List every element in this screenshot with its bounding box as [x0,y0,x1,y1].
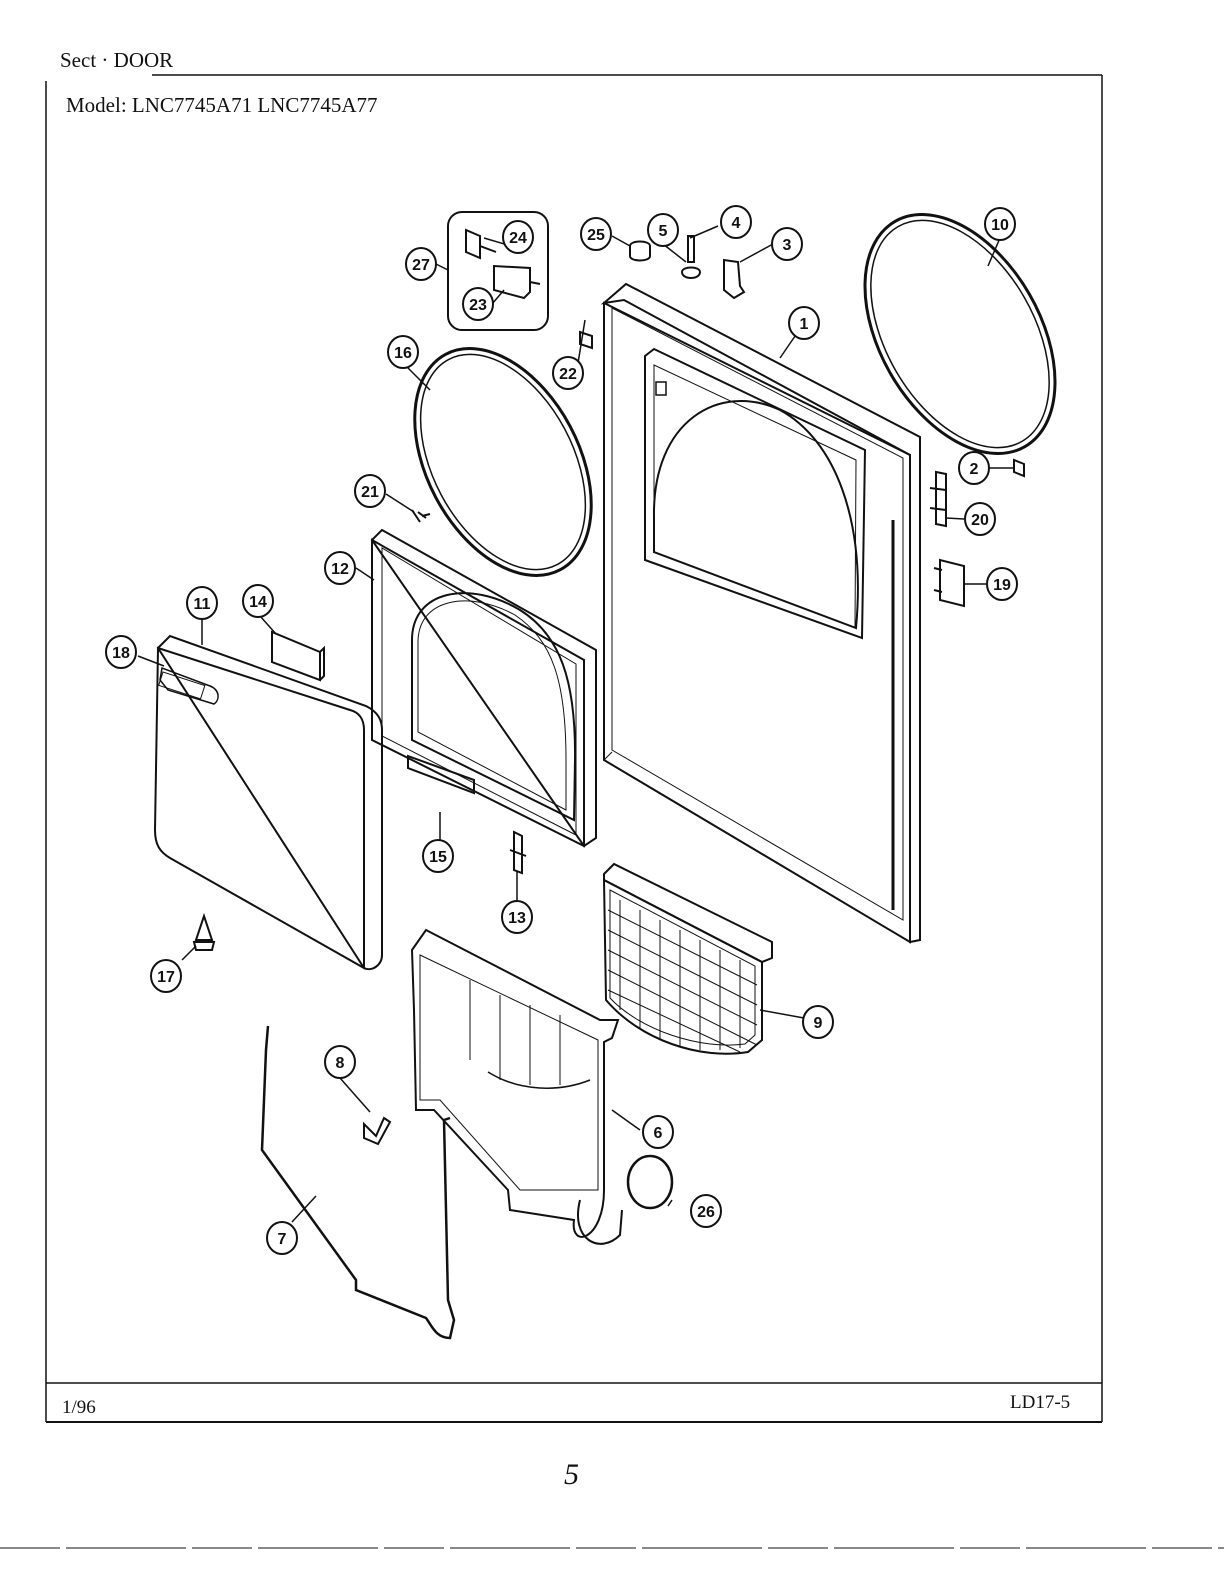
part-switch [493,264,541,300]
callout-label: 24 [509,230,527,247]
callout-label: 14 [249,594,267,611]
callout-14: 14 [242,584,274,618]
part-bracket [363,1116,392,1146]
part-switch-bracket [465,228,497,260]
callout-9: 9 [802,1005,834,1039]
callout-7: 7 [266,1221,298,1255]
callout-label: 19 [993,577,1011,594]
part-hinge-upper [929,470,947,528]
callout-label: 25 [587,227,605,244]
callout-label: 18 [112,645,130,662]
model-line: Model: LNC7745A71 LNC7745A77 [66,93,378,117]
callout-13: 13 [501,900,533,934]
part-insulation [271,630,325,682]
callout-12: 12 [324,551,356,585]
page-frame [0,74,1224,1549]
callout-label: 21 [361,484,379,501]
callout-label: 13 [508,910,526,927]
callout-25: 25 [580,217,612,251]
part-o-ring [626,1154,674,1210]
callout-label: 9 [814,1015,823,1032]
callout-label: 10 [991,217,1009,234]
part-outer-door-panel [153,634,383,971]
callout-19: 19 [986,567,1018,601]
callout-24: 24 [502,220,534,254]
callout-23: 23 [462,287,494,321]
callout-16: 16 [387,335,419,369]
callout-label: 7 [278,1231,287,1248]
callout-label: 22 [559,366,577,383]
part-door-seal [413,347,593,577]
callout-label: 5 [659,223,668,240]
part-strip [407,754,475,795]
callout-17: 17 [150,959,182,993]
callout-label: 20 [971,512,989,529]
page-number: 5 [564,1458,579,1491]
callout-label: 15 [429,849,447,866]
callout-label: 11 [194,596,211,613]
part-duct-seal [260,1025,456,1340]
part-front-panel [600,282,921,944]
callout-3: 3 [771,227,803,261]
callout-15: 15 [422,839,454,873]
callout-21: 21 [354,474,386,508]
callout-18: 18 [105,635,137,669]
callout-label: 3 [783,237,792,254]
callout-10: 10 [984,207,1016,241]
callout-label: 4 [732,215,741,232]
footer-date: 1/96 [62,1397,96,1418]
callout-26: 26 [690,1194,722,1228]
part-clip [723,258,746,300]
callout-8: 8 [324,1045,356,1079]
callout-label: 26 [697,1204,715,1221]
part-latch [509,830,527,875]
callout-11: 11 [186,586,218,620]
callout-2: 2 [958,451,990,485]
callout-label: 8 [336,1055,345,1072]
callout-label: 2 [970,461,979,478]
footer-code: LD17-5 [1010,1392,1071,1413]
callout-22: 22 [552,356,584,390]
callout-4: 4 [720,205,752,239]
callout-20: 20 [964,502,996,536]
part-strike [579,330,593,350]
callout-label: 17 [157,969,175,986]
callout-5: 5 [647,213,679,247]
part-hinge-pin [680,235,702,279]
callout-label: 6 [654,1125,663,1142]
part-switch-kit-box [447,211,549,331]
part-lint-duct [410,928,623,1245]
part-lint-screen [602,862,773,1055]
part-inner-door-frame [370,528,597,848]
part-door-seal-large [863,213,1057,455]
callout-label: 12 [331,561,349,578]
part-hinge [933,558,965,608]
callout-label: 1 [800,316,809,333]
callout-1: 1 [788,306,820,340]
part-plug [629,240,651,262]
callout-label: 27 [412,257,430,274]
callout-label: 16 [394,345,412,362]
callout-6: 6 [642,1115,674,1149]
callout-27: 27 [405,247,437,281]
callout-label: 23 [469,297,487,314]
section-title: Sect · DOOR [60,48,174,72]
